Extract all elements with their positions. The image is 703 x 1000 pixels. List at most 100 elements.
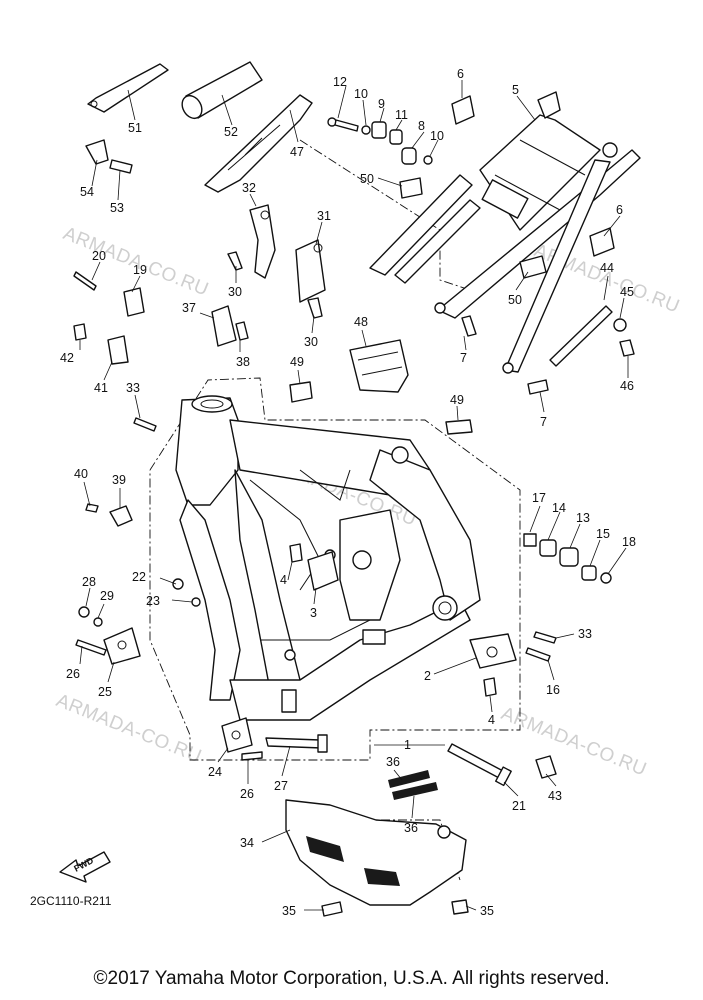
bracket-24 (221, 717, 253, 753)
clamp-48 (349, 339, 409, 393)
lower-mount-bracket (281, 689, 297, 713)
callout-23: 23 (146, 594, 160, 608)
frame-gusset-2 (299, 469, 351, 501)
damper-8 (401, 147, 417, 165)
callout-35b: 35 (480, 904, 494, 918)
callout-7a: 7 (460, 351, 467, 365)
bolt-42 (73, 323, 87, 341)
frame-gusset-3 (260, 619, 371, 641)
engine-mount-1 (391, 446, 409, 464)
callout-46: 46 (620, 379, 634, 393)
bracket-47-detail (227, 124, 281, 171)
bolt-27-head (317, 734, 328, 753)
callout-12: 12 (333, 75, 347, 89)
callout-43: 43 (548, 789, 562, 803)
wrench-51 (87, 63, 169, 113)
fwd-arrow-icon (59, 851, 111, 883)
bracket-32 (249, 204, 276, 279)
pivot-hole (352, 550, 372, 570)
bolt-35b (451, 899, 469, 915)
nut-22 (172, 578, 184, 590)
callout-8: 8 (418, 119, 425, 133)
clamp-19 (123, 287, 145, 317)
callout-9: 9 (378, 97, 385, 111)
washer-18 (600, 572, 612, 584)
callout-41: 41 (94, 381, 108, 395)
callout-16: 16 (546, 683, 560, 697)
callout-17: 17 (532, 491, 546, 505)
fwd-indicator: FWD (59, 851, 111, 883)
bolt-21-head (495, 766, 512, 787)
callout-47: 47 (290, 145, 304, 159)
callout-6a: 6 (457, 67, 464, 81)
bolt-35a (321, 901, 343, 917)
washer-29 (93, 617, 103, 627)
subframe-bottom-mount (502, 362, 514, 374)
hardware (73, 95, 635, 917)
bolt-27 (265, 737, 323, 749)
callout-1: 1 (404, 738, 411, 752)
collar-13 (559, 547, 579, 567)
frame-boundary (149, 377, 521, 761)
callout-44: 44 (600, 261, 614, 275)
callout-30a: 30 (228, 285, 242, 299)
callout-39: 39 (112, 473, 126, 487)
head-pipe-top (191, 395, 233, 413)
bracket-31 (295, 239, 326, 303)
bracket-37 (211, 305, 237, 347)
callout-27: 27 (274, 779, 288, 793)
crossmember (362, 629, 386, 645)
bolt-40 (85, 503, 99, 513)
callout-24: 24 (208, 765, 222, 779)
subframe-clamp (481, 179, 529, 219)
collar-9 (371, 121, 387, 139)
callout-5: 5 (512, 83, 519, 97)
down-tube-left (179, 499, 241, 701)
engine-mount-3 (284, 649, 296, 661)
bracket-24-hole (231, 730, 241, 740)
bolt-38 (235, 321, 249, 341)
callout-54: 54 (80, 185, 94, 199)
callout-49a: 49 (290, 355, 304, 369)
callout-34: 34 (240, 836, 254, 850)
callout-21: 21 (512, 799, 526, 813)
grommet-50b (519, 255, 547, 279)
callout-14: 14 (552, 501, 566, 515)
assembly-boundaries (149, 139, 521, 881)
clip-43 (535, 755, 557, 779)
clamp-41 (107, 335, 129, 365)
skid-plate-assembly (285, 770, 467, 906)
main-frame (175, 395, 481, 721)
sub-frame (369, 91, 641, 374)
copyright-notice: ©2017 Yamaha Motor Corporation, U.S.A. A… (93, 968, 610, 989)
washer-10a (361, 125, 371, 135)
rubber-pad-36b (392, 782, 438, 800)
strap-44 (549, 305, 613, 367)
nut-28 (78, 606, 90, 618)
washer-23 (191, 597, 201, 607)
bolt-7b (527, 379, 549, 395)
skid-plate-vent-1 (306, 836, 344, 862)
subframe-front-left (369, 174, 473, 276)
callout-7b: 7 (540, 415, 547, 429)
drawing-code: 2GC1110-R211 (30, 894, 112, 908)
callout-22: 22 (132, 570, 146, 584)
bolt-7a (461, 315, 477, 337)
clip-39 (109, 505, 133, 527)
callout-15: 15 (596, 527, 610, 541)
down-tube-right (234, 469, 301, 701)
callout-49b: 49 (450, 393, 464, 407)
callout-38: 38 (236, 355, 250, 369)
bolt-4a (289, 543, 303, 563)
collar-11 (389, 129, 403, 145)
bolt-26a (75, 639, 107, 656)
subframe-top-mount (602, 142, 618, 158)
callout-50a: 50 (360, 172, 374, 186)
skid-plate-mount (437, 825, 451, 839)
bolt-12-shank (334, 119, 359, 132)
tools (85, 61, 313, 193)
engine-bracket-3 (307, 551, 339, 591)
subframe-tail-tab (537, 91, 561, 119)
grommet-45 (613, 318, 627, 332)
